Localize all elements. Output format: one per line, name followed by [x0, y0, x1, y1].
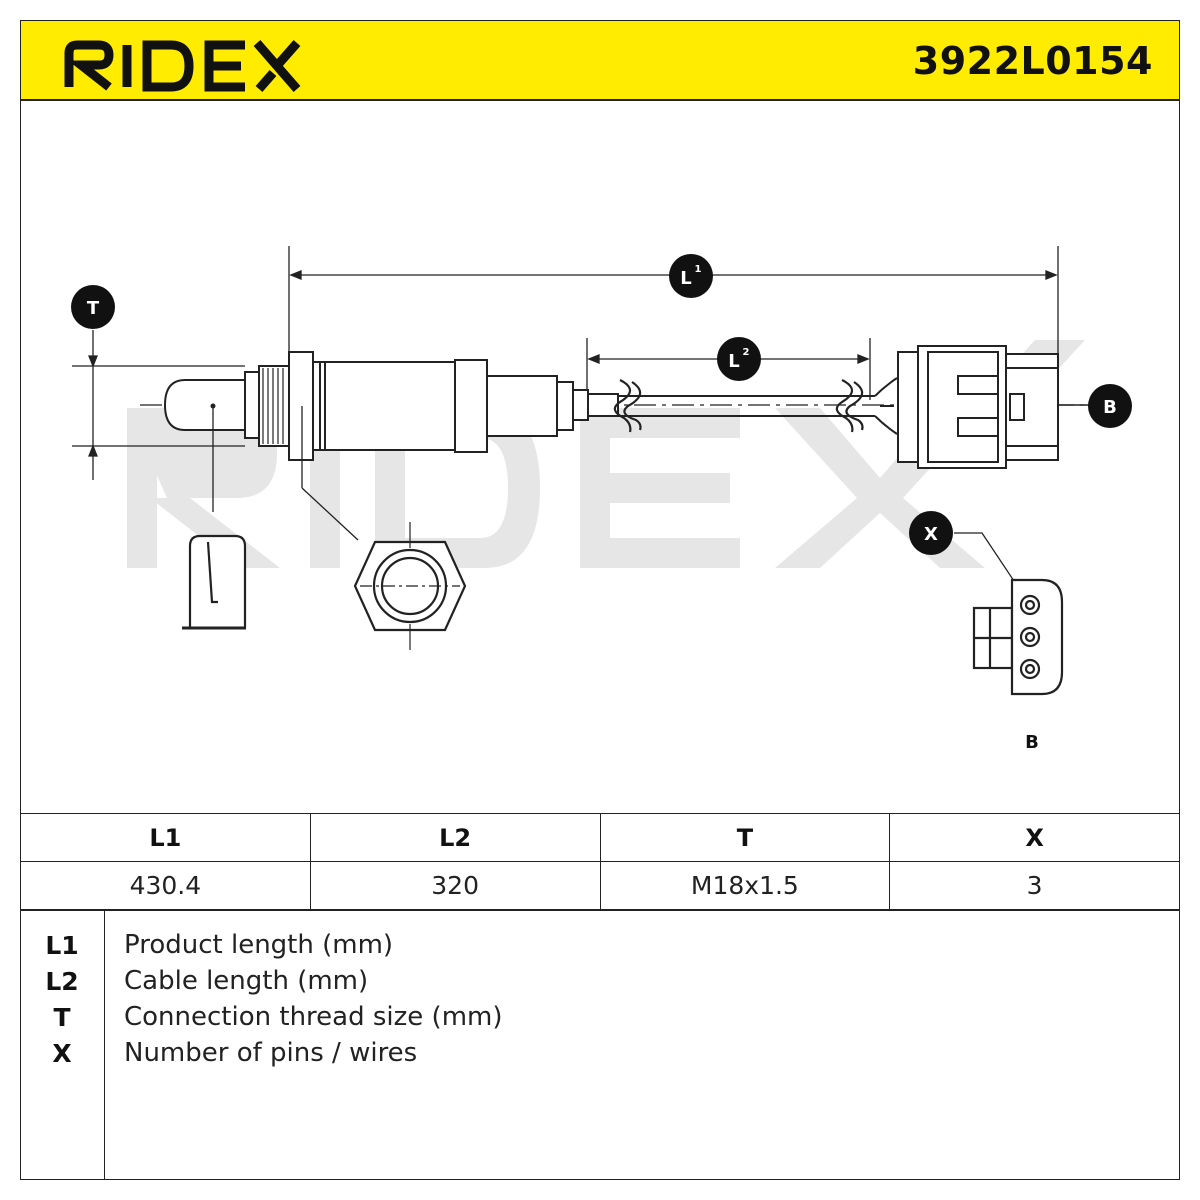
legend-row: T Connection thread size (mm) — [20, 999, 1180, 1035]
spec-value-row: 430.4 320 M18x1.5 3 — [20, 861, 1180, 910]
spec-value-l2: 320 — [309, 861, 601, 910]
legend-desc: Cable length (mm) — [124, 966, 369, 996]
l1-bubble: L 1 — [669, 254, 713, 298]
l2-bubble: L 2 — [717, 337, 761, 381]
t-bubble: T — [71, 285, 115, 329]
spec-table: L1 L2 T X 430.4 320 M18x1.5 3 — [20, 813, 1180, 910]
legend-desc: Number of pins / wires — [124, 1038, 418, 1068]
l1-bubble-label: L — [680, 268, 691, 289]
spec-value-l1: 430.4 — [20, 861, 311, 910]
x-leader — [954, 532, 1025, 597]
spec-header-l1: L1 — [20, 813, 311, 862]
sensor-cable — [613, 377, 898, 435]
legend-key: T — [53, 1003, 71, 1032]
spec-header-x: X — [889, 813, 1180, 862]
b-bubble-label: B — [1103, 397, 1117, 418]
spec-value-t: M18x1.5 — [599, 861, 891, 910]
x-bubble-label: X — [924, 524, 938, 545]
b-bubble: B — [1088, 384, 1132, 428]
legend-row: X Number of pins / wires — [20, 1035, 1180, 1071]
x-bubble: X — [909, 511, 953, 555]
legend-divider — [104, 911, 105, 1180]
spec-header-row: L1 L2 T X — [20, 813, 1180, 862]
legend-key: L1 — [45, 931, 79, 960]
legend-desc: Product length (mm) — [124, 930, 394, 960]
legend-desc: Connection thread size (mm) — [124, 1002, 503, 1032]
l1-bubble-sup: 1 — [695, 264, 702, 275]
l2-bubble-label: L — [728, 351, 739, 372]
legend-key: L2 — [45, 967, 79, 996]
t-dimension — [72, 330, 245, 480]
ridex-logo — [64, 40, 301, 92]
l2-bubble-sup: 2 — [743, 347, 750, 358]
legend-row: L2 Cable length (mm) — [20, 963, 1180, 999]
header-bar: 3922L0154 — [20, 20, 1180, 101]
part-number: 3922L0154 — [912, 39, 1153, 83]
hex-nut — [353, 522, 467, 650]
t-bubble-label: T — [87, 298, 100, 319]
sensor-drawing: L 1 L 2 T — [71, 246, 1132, 753]
legend-row: L1 Product length (mm) — [20, 927, 1180, 963]
nut-leader — [301, 487, 359, 541]
connector-face — [972, 578, 1064, 696]
spec-header-t: T — [599, 813, 891, 862]
legend: L1 Product length (mm) L2 Cable length (… — [20, 910, 1180, 1180]
protective-cap — [182, 534, 247, 630]
connector-body — [897, 345, 1059, 469]
spec-value-x: 3 — [889, 861, 1180, 910]
connector-caption: B — [1025, 732, 1039, 753]
legend-key: X — [52, 1039, 72, 1068]
spec-header-l2: L2 — [309, 813, 601, 862]
sensor-body — [163, 351, 619, 461]
